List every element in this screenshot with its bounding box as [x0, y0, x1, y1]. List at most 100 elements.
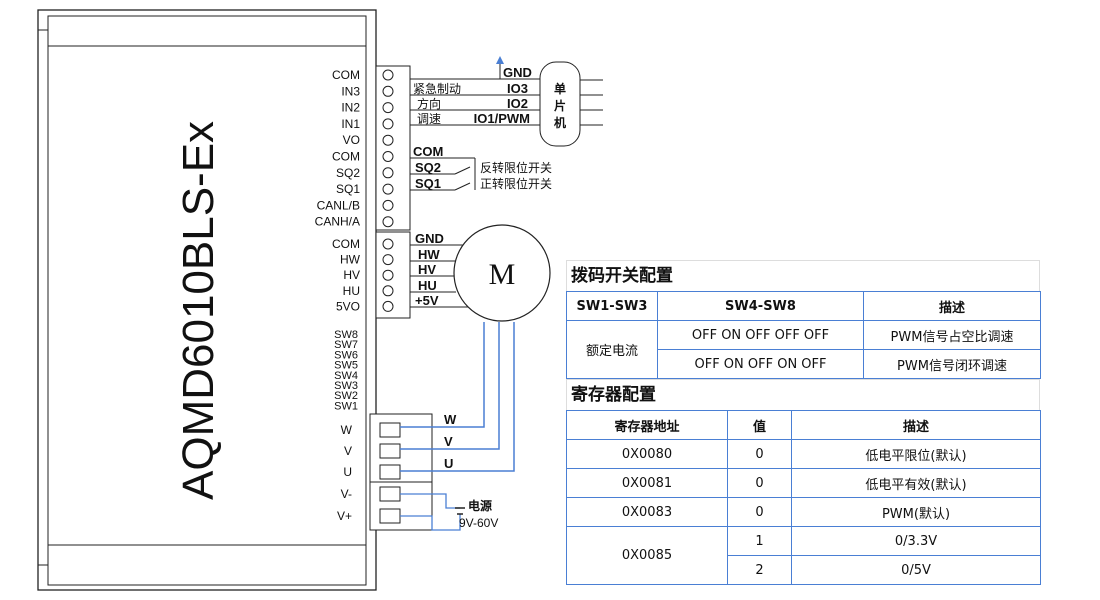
- reg-table-title: 寄存器配置: [566, 379, 1040, 410]
- hall-5v: +5V: [415, 293, 439, 308]
- pin-label: CANL/B: [317, 198, 360, 212]
- config-tables: 拨码开关配置 SW1-SW3 SW4-SW8 描述 额定电流 OFF ON OF…: [566, 260, 1041, 585]
- reg-desc-cell: 低电平有效(默认): [791, 468, 1041, 498]
- reg-desc-cell: 低电平限位(默认): [791, 439, 1041, 469]
- table-header-cell: 描述: [791, 410, 1041, 440]
- mcu-box: [539, 61, 581, 147]
- reg-addr-cell: 0X0085: [566, 526, 728, 585]
- reg-val-cell: 0: [727, 439, 792, 469]
- terminal-screw: [382, 199, 394, 211]
- dip-pin-label: SW2: [334, 390, 358, 402]
- dip-pin-label: SW3: [334, 380, 358, 392]
- terminal-slot: [379, 486, 401, 502]
- dip-table-title: 拨码开关配置: [566, 260, 1040, 291]
- dip-pin-label: SW6: [334, 349, 358, 361]
- mcu-char-2: 片: [554, 98, 566, 113]
- mcu-line-gnd: GND: [503, 65, 532, 80]
- reg-addr-cell: 0X0083: [566, 497, 728, 527]
- hall-hu: HU: [418, 278, 437, 293]
- motor-label: M: [489, 258, 516, 291]
- mcu-char-1: 单: [554, 81, 566, 96]
- mcu-line-io1-pwm: IO1/PWM: [474, 111, 530, 126]
- terminal-screw: [382, 269, 394, 281]
- pin-label: W: [341, 423, 353, 437]
- pin-label: SQ1: [336, 182, 360, 196]
- pin-label: HW: [340, 253, 361, 267]
- terminal-slot: [379, 422, 401, 438]
- terminal-screw: [382, 216, 394, 228]
- reg-desc-cell: 0/3.3V: [791, 526, 1041, 556]
- power-range: 9V-60V: [459, 516, 498, 530]
- reg-addr-cell: 0X0080: [566, 439, 728, 469]
- terminal-slot: [379, 508, 401, 524]
- terminal-screw: [382, 285, 394, 297]
- terminal-screw: [382, 118, 394, 130]
- phase-u: U: [444, 456, 453, 471]
- reg-val-cell: 0: [727, 468, 792, 498]
- limit-sq1: SQ1: [415, 176, 441, 191]
- pin-label: VO: [343, 133, 360, 147]
- dip-sw48-cell: OFF ON OFF ON OFF: [657, 349, 864, 379]
- terminal-screw: [382, 85, 394, 97]
- phase-w: W: [444, 412, 457, 427]
- pin-label: IN2: [341, 101, 360, 115]
- terminal-screw: [382, 167, 394, 179]
- driver-model: AQMD6010BLS-Ex: [174, 121, 223, 500]
- table-header-cell: 值: [727, 410, 792, 440]
- pin-label: V+: [337, 509, 352, 523]
- pin-label: HV: [343, 268, 360, 282]
- pin-label: IN3: [341, 84, 360, 98]
- pin-label: HU: [343, 284, 360, 298]
- dip-pin-label: SW7: [334, 339, 358, 351]
- table-header-cell: SW4-SW8: [657, 291, 864, 321]
- terminal-block-mid: [375, 231, 411, 319]
- terminal-screw: [382, 134, 394, 146]
- table-header-cell: 描述: [863, 291, 1041, 321]
- terminal-block-top: [375, 65, 411, 231]
- pin-label: 5VO: [336, 299, 360, 313]
- pin-label: V-: [341, 487, 352, 501]
- dip-switch-table: SW1-SW3 SW4-SW8 描述 额定电流 OFF ON OFF OFF O…: [566, 291, 1041, 379]
- terminal-screw: [382, 254, 394, 266]
- limit-sq1-desc: 正转限位开关: [480, 176, 552, 191]
- terminal-screw: [382, 300, 394, 312]
- limit-sq2: SQ2: [415, 160, 441, 175]
- terminal-block-power: [369, 413, 433, 531]
- limit-com: COM: [413, 144, 443, 159]
- reg-desc-cell: 0/5V: [791, 555, 1041, 585]
- terminal-screw: [382, 69, 394, 81]
- dip-desc-cell: PWM信号占空比调速: [863, 320, 1041, 350]
- battery-icon: [455, 507, 465, 515]
- dip-group-cell: 额定电流: [566, 320, 658, 379]
- dip-pin-label: SW1: [334, 400, 358, 412]
- table-header-row: 寄存器地址 值 描述: [566, 410, 1041, 440]
- signal-direction: 方向: [417, 96, 441, 111]
- register-table: 寄存器地址 值 描述 0X0080 0 低电平限位(默认) 0X0081 0 低…: [566, 410, 1041, 585]
- reg-desc-cell: PWM(默认): [791, 497, 1041, 527]
- pin-label: CANH/A: [315, 215, 360, 229]
- table-row: OFF ON OFF ON OFF PWM信号闭环调速: [567, 349, 1041, 379]
- dip-desc-cell: PWM信号闭环调速: [863, 349, 1041, 379]
- limit-switch-wires: [410, 157, 476, 191]
- reg-val-cell: 2: [727, 555, 792, 585]
- terminal-slot: [379, 464, 401, 480]
- reg-val-cell: 1: [727, 526, 792, 556]
- pin-label: IN1: [341, 117, 360, 131]
- ground-arrow-icon: [496, 56, 504, 64]
- hall-hw: HW: [418, 247, 440, 262]
- driver-body: [37, 9, 377, 591]
- table-header-cell: SW1-SW3: [566, 291, 658, 321]
- mcu-char-3: 机: [554, 115, 566, 130]
- dip-pin-label: SW8: [334, 329, 358, 341]
- pin-label: SQ2: [336, 166, 360, 180]
- table-header-row: SW1-SW3 SW4-SW8 描述: [566, 291, 1041, 321]
- hall-hv: HV: [418, 262, 436, 277]
- terminal-screw: [382, 151, 394, 162]
- reg-val-cell: 0: [727, 497, 792, 527]
- pin-label: V: [344, 444, 352, 458]
- reg-addr-cell: 0X0081: [566, 468, 728, 498]
- dip-pin-label: SW5: [334, 360, 358, 372]
- terminal-screw: [382, 183, 394, 195]
- mcu-line-io2: IO2: [507, 96, 528, 111]
